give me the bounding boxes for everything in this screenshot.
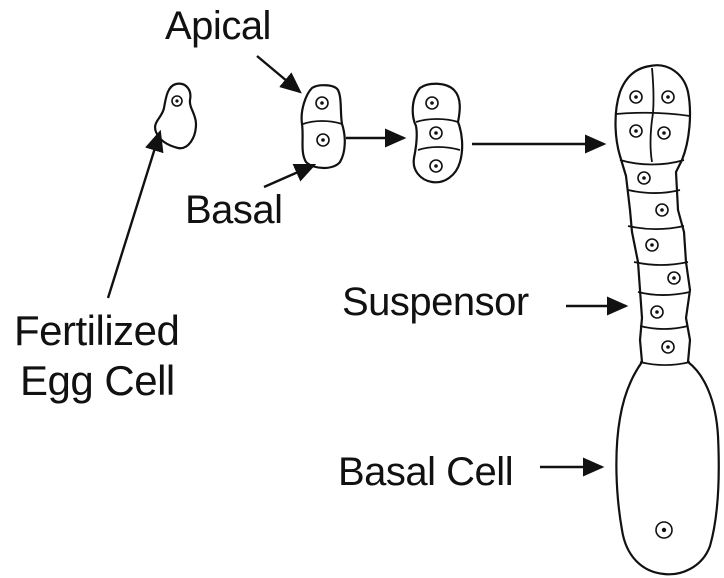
fertilized-egg-label-line1: Fertilized	[14, 310, 179, 352]
fertilized-egg-cell	[155, 84, 196, 149]
three-cell-embryo	[413, 84, 462, 183]
apical-pointer-arrow	[257, 56, 300, 92]
apical-label: Apical	[165, 6, 271, 46]
fertilized-egg-label-line2: Egg Cell	[20, 360, 175, 402]
two-cell-embryo	[302, 85, 345, 168]
basal-pointer-arrow	[264, 165, 314, 187]
basal-label: Basal	[185, 190, 283, 230]
proembryo-with-suspensor	[616, 65, 719, 574]
suspensor-label: Suspensor	[342, 282, 529, 322]
fertilized-pointer-arrow	[108, 132, 160, 298]
basal-cell-label: Basal Cell	[338, 452, 513, 492]
